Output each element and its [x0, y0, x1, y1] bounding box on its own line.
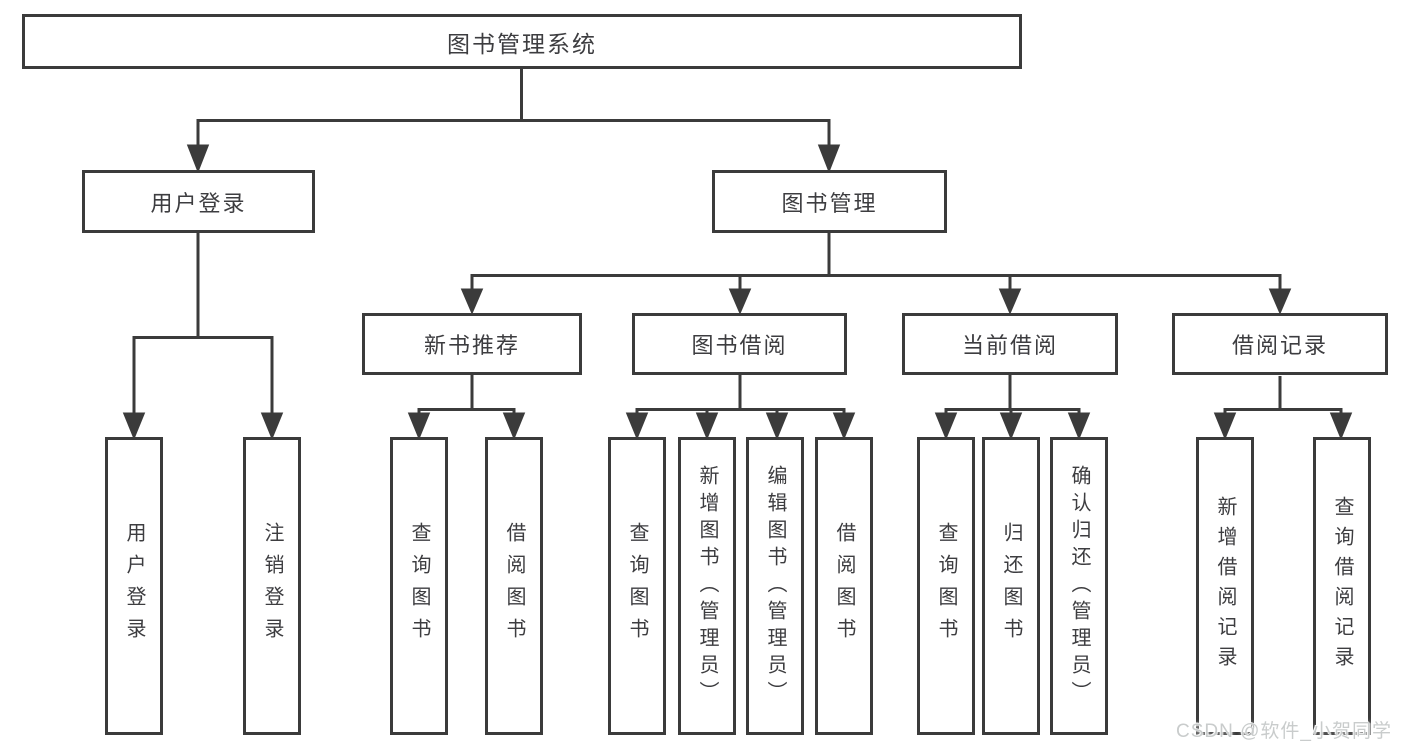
node-label: 查询借阅记录: [1331, 496, 1353, 676]
node-label: 查询图书: [935, 522, 957, 650]
leaf-borrow-books-recommend: 借阅图书: [485, 437, 543, 735]
leaf-add-books-admin: 新增图书（管理员）: [678, 437, 736, 735]
node-library-management-system: 图书管理系统: [22, 14, 1022, 69]
node-current-borrow: 当前借阅: [902, 313, 1118, 375]
leaf-query-books-recommend: 查询图书: [390, 437, 448, 735]
arrow-to-leaf-borrow-books: [832, 408, 856, 440]
node-label: 用户登录: [123, 522, 145, 650]
connector-book-management-split: [470, 233, 1282, 277]
arrow-to-book-management: [817, 120, 841, 174]
node-label: 借阅图书: [833, 522, 855, 650]
arrow-to-leaf-query-books-recommend: [407, 408, 431, 440]
node-label: 编辑图书（管理员）: [764, 464, 786, 708]
arrow-to-leaf-add-borrow-record: [1213, 408, 1237, 440]
arrow-to-book-borrow: [728, 274, 752, 315]
node-user-login: 用户登录: [82, 170, 315, 233]
node-label: 用户登录: [150, 190, 247, 216]
node-label: 图书管理: [781, 190, 878, 216]
node-label: 查询图书: [626, 522, 648, 650]
arrow-to-leaf-return-books: [999, 408, 1023, 440]
connector-borrow-records-split: [1223, 376, 1343, 411]
node-book-management: 图书管理: [712, 170, 947, 233]
arrow-to-leaf-add-books-admin: [695, 408, 719, 440]
connector-user-login-split: [132, 233, 274, 339]
connector-new-book-split: [417, 375, 516, 411]
leaf-logout: 注销登录: [243, 437, 301, 735]
arrow-to-current-borrow: [998, 274, 1022, 315]
node-label: 图书借阅: [691, 333, 788, 358]
leaf-edit-books-admin: 编辑图书（管理员）: [746, 437, 804, 735]
node-book-borrow: 图书借阅: [632, 313, 847, 375]
node-label: 归还图书: [1000, 522, 1022, 650]
arrow-to-new-book-recommend: [460, 274, 484, 315]
leaf-query-books-current: 查询图书: [917, 437, 975, 735]
connector-current-borrow-split: [944, 375, 1081, 411]
node-label: 图书管理系统: [447, 30, 597, 57]
node-label: 新增图书（管理员）: [696, 464, 718, 708]
connector-root-to-level2: [196, 69, 831, 122]
arrow-to-leaf-confirm-return: [1067, 408, 1091, 440]
leaf-borrow-books: 借阅图书: [815, 437, 873, 735]
arrow-to-leaf-user-login: [122, 336, 146, 440]
arrow-to-leaf-edit-books-admin: [765, 408, 789, 440]
leaf-add-borrow-record: 新增借阅记录: [1196, 437, 1254, 735]
arrow-to-leaf-query-books-current: [934, 408, 958, 440]
node-label: 借阅记录: [1231, 333, 1328, 358]
arrow-to-leaf-logout: [260, 336, 284, 440]
node-label: 借阅图书: [503, 522, 525, 650]
leaf-return-books: 归还图书: [982, 437, 1040, 735]
node-new-book-recommend: 新书推荐: [362, 313, 582, 375]
leaf-user-login: 用户登录: [105, 437, 163, 735]
arrow-to-leaf-borrow-books-recommend: [502, 408, 526, 440]
leaf-query-borrow-record: 查询借阅记录: [1313, 437, 1371, 735]
connector-book-borrow-split: [635, 375, 846, 411]
node-label: 查询图书: [408, 522, 430, 650]
arrow-to-leaf-query-borrow-record: [1329, 408, 1353, 440]
node-borrow-records: 借阅记录: [1172, 313, 1388, 375]
node-label: 新书推荐: [423, 333, 520, 358]
arrow-to-leaf-query-books-borrow: [625, 408, 649, 440]
arrow-to-borrow-records: [1268, 274, 1292, 315]
node-label: 注销登录: [261, 522, 283, 650]
node-label: 新增借阅记录: [1214, 496, 1236, 676]
leaf-confirm-return-admin: 确认归还（管理员）: [1050, 437, 1108, 735]
node-label: 确认归还（管理员）: [1068, 464, 1090, 708]
node-label: 当前借阅: [961, 333, 1058, 358]
csdn-watermark: CSDN @软件_小贺同学: [1176, 721, 1392, 742]
arrow-to-user-login: [186, 120, 210, 174]
leaf-query-books-borrow: 查询图书: [608, 437, 666, 735]
